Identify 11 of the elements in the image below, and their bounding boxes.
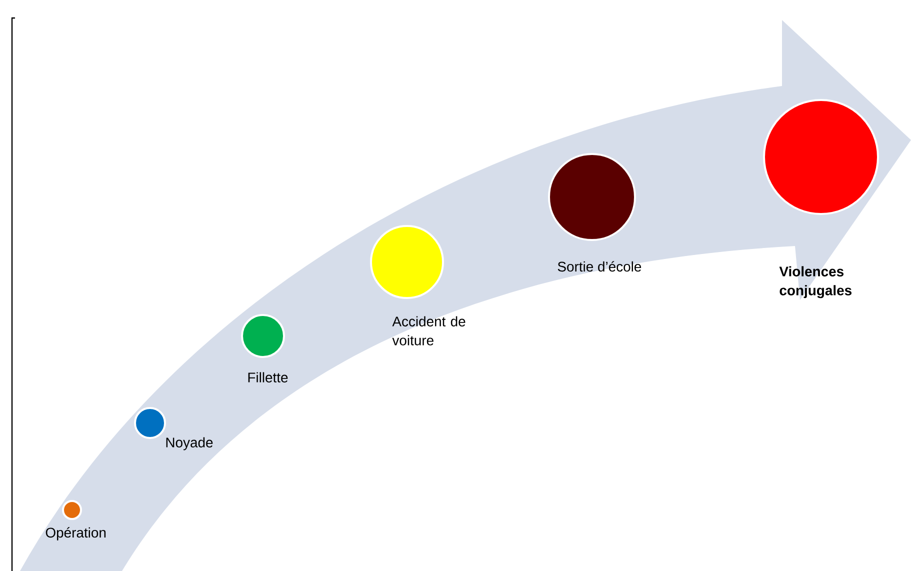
circle [134, 407, 166, 439]
circle-label: Noyade [166, 437, 213, 450]
circle [370, 225, 444, 299]
circle-label: Violences conjugales [779, 266, 852, 298]
circle [241, 314, 285, 358]
circle [763, 99, 879, 215]
circle-label: Opération [46, 527, 106, 540]
circle-label: Fillette [248, 372, 288, 382]
circle-label: Sortie d’école [558, 261, 642, 272]
circle-label: Accident de voiture [392, 316, 466, 346]
circle [548, 153, 636, 241]
